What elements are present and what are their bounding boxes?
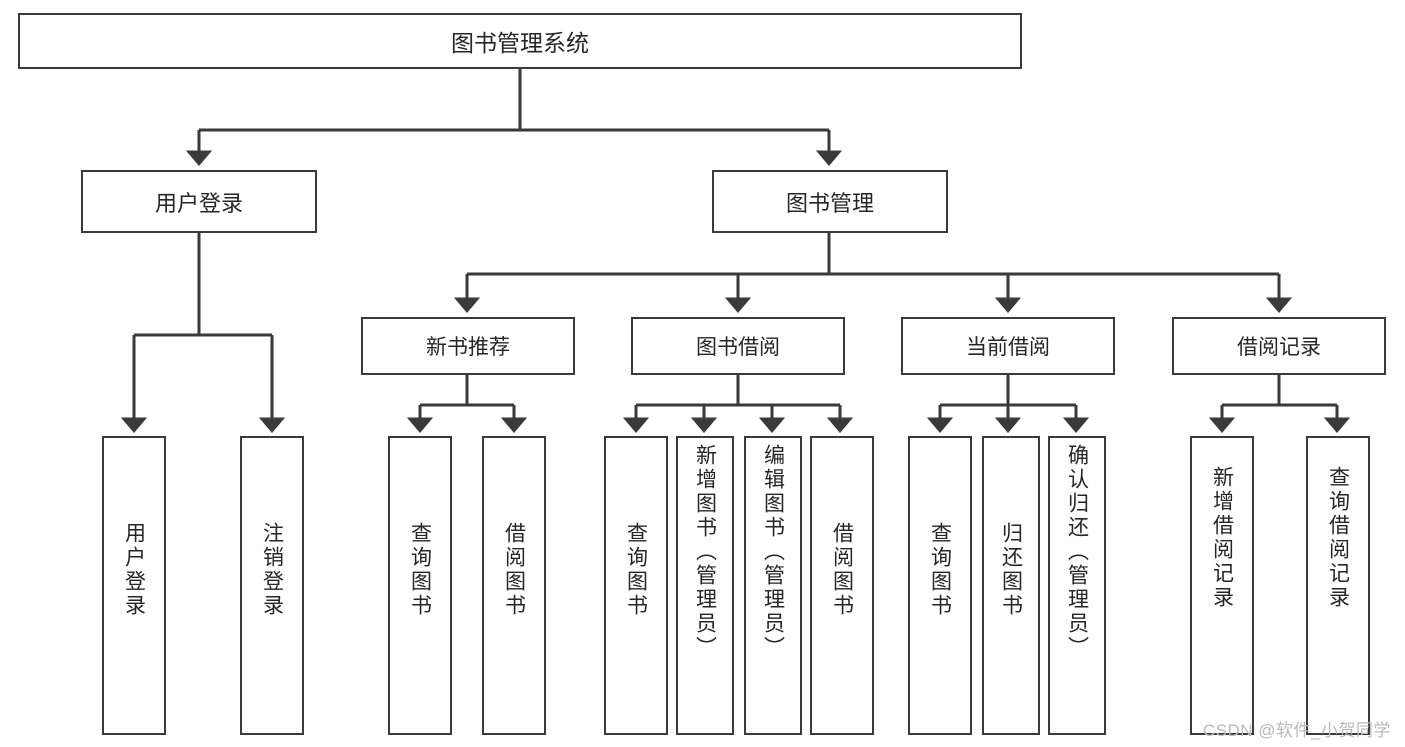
node-leaf-user-login[interactable]: 用户登录 bbox=[102, 436, 166, 735]
node-user-login[interactable]: 用户登录 bbox=[81, 170, 317, 233]
node-leaf-borrow-book-borrow-label: 借阅图书 bbox=[830, 522, 854, 618]
node-leaf-add-book-admin[interactable]: 新增图书（管理员） bbox=[676, 436, 734, 735]
node-leaf-query-book-current-label: 查询图书 bbox=[928, 522, 952, 618]
node-root-label: 图书管理系统 bbox=[451, 30, 589, 56]
node-leaf-query-book-recommend-label: 查询图书 bbox=[408, 522, 432, 618]
node-leaf-borrow-book-recommend[interactable]: 借阅图书 bbox=[482, 436, 546, 735]
node-leaf-edit-book-admin-label: 编辑图书（管理员） bbox=[761, 444, 785, 660]
node-leaf-logout[interactable]: 注销登录 bbox=[240, 436, 304, 735]
node-leaf-query-book-recommend[interactable]: 查询图书 bbox=[388, 436, 452, 735]
node-new-book-recommend[interactable]: 新书推荐 bbox=[361, 317, 575, 375]
node-leaf-return-book-label: 归还图书 bbox=[999, 522, 1023, 618]
node-leaf-add-borrow-record-label: 新增借阅记录 bbox=[1210, 466, 1234, 610]
node-leaf-query-borrow-record[interactable]: 查询借阅记录 bbox=[1306, 436, 1370, 735]
node-leaf-user-login-label: 用户登录 bbox=[122, 522, 146, 618]
node-leaf-add-borrow-record[interactable]: 新增借阅记录 bbox=[1190, 436, 1254, 735]
node-leaf-add-book-admin-label: 新增图书（管理员） bbox=[693, 444, 717, 660]
node-leaf-edit-book-admin[interactable]: 编辑图书（管理员） bbox=[744, 436, 802, 735]
node-leaf-borrow-book-borrow[interactable]: 借阅图书 bbox=[810, 436, 874, 735]
node-leaf-query-book-current[interactable]: 查询图书 bbox=[908, 436, 972, 735]
node-new-book-recommend-label: 新书推荐 bbox=[426, 336, 510, 359]
node-borrow-record[interactable]: 借阅记录 bbox=[1172, 317, 1386, 375]
node-leaf-query-book-borrow[interactable]: 查询图书 bbox=[604, 436, 668, 735]
node-current-borrow-label: 当前借阅 bbox=[966, 336, 1050, 359]
node-leaf-return-book[interactable]: 归还图书 bbox=[982, 436, 1040, 735]
node-root[interactable]: 图书管理系统 bbox=[18, 13, 1022, 69]
node-user-login-label: 用户登录 bbox=[154, 190, 243, 216]
node-leaf-logout-label: 注销登录 bbox=[260, 522, 284, 618]
node-leaf-confirm-return-admin[interactable]: 确认归还（管理员） bbox=[1048, 436, 1106, 735]
node-leaf-borrow-book-recommend-label: 借阅图书 bbox=[502, 522, 526, 618]
node-book-borrow-label: 图书借阅 bbox=[696, 336, 780, 359]
node-book-management-label: 图书管理 bbox=[785, 190, 874, 216]
node-leaf-confirm-return-admin-label: 确认归还（管理员） bbox=[1065, 444, 1089, 660]
node-leaf-query-book-borrow-label: 查询图书 bbox=[624, 522, 648, 618]
node-book-management[interactable]: 图书管理 bbox=[712, 170, 948, 233]
node-book-borrow[interactable]: 图书借阅 bbox=[631, 317, 845, 375]
node-current-borrow[interactable]: 当前借阅 bbox=[901, 317, 1115, 375]
node-borrow-record-label: 借阅记录 bbox=[1237, 336, 1321, 359]
csdn-watermark: CSDN @软件_小贺同学 bbox=[1202, 721, 1391, 740]
node-leaf-query-borrow-record-label: 查询借阅记录 bbox=[1326, 466, 1350, 610]
